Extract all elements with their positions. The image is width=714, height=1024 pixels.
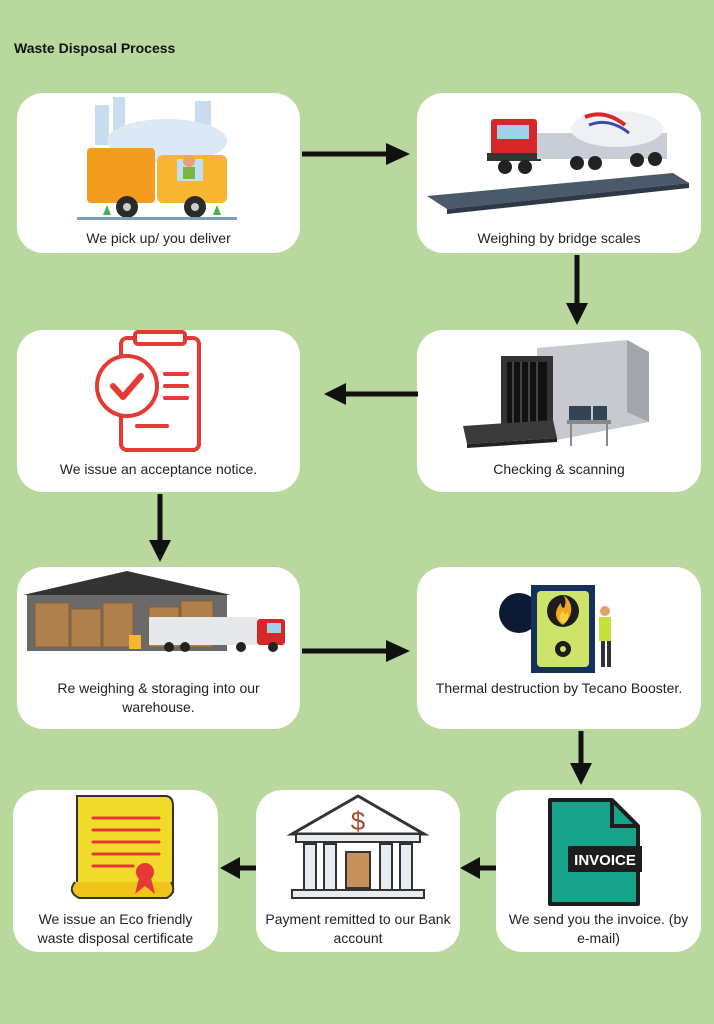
step-card-scanning: Checking & scanning	[417, 330, 701, 492]
warehouse-icon	[23, 571, 285, 652]
arrow-down-icon	[570, 731, 592, 785]
step-label: We issue an Eco friendly waste disposal …	[37, 911, 194, 946]
xray-scanner-icon	[463, 340, 649, 448]
page-title: Waste Disposal Process	[14, 40, 176, 56]
step-label: Thermal destruction by Tecano Booster.	[435, 680, 683, 696]
step-card-payment: $ Payment remitted to our Bank account	[256, 790, 460, 952]
delivery-truck-icon	[77, 97, 237, 220]
incinerator-icon	[499, 585, 611, 673]
step-card-acceptance: We issue an acceptance notice.	[17, 330, 300, 492]
arrow-down-icon	[566, 255, 588, 325]
step-card-invoice: INVOICE We send you the invoice. (by e-m…	[496, 790, 701, 952]
step-label: Re weighing & storaging into our warehou…	[57, 680, 260, 715]
step-card-certificate: We issue an Eco friendly waste disposal …	[13, 790, 218, 952]
dollar-symbol: $	[351, 806, 366, 836]
invoice-badge: INVOICE	[574, 852, 636, 869]
step-card-pickup: We pick up/ you deliver	[17, 93, 300, 253]
weighbridge-truck-icon	[427, 111, 689, 214]
step-card-weighing: Weighing by bridge scales	[417, 93, 701, 253]
step-card-thermal: Thermal destruction by Tecano Booster.	[417, 567, 701, 729]
arrow-left-icon	[324, 383, 418, 405]
arrow-right-icon	[302, 640, 410, 662]
step-label: We send you the invoice. (by e-mail)	[508, 911, 689, 946]
step-label: Weighing by bridge scales	[477, 230, 641, 246]
arrow-left-icon	[220, 857, 256, 879]
step-label: Checking & scanning	[493, 461, 625, 477]
bank-icon: $	[286, 794, 430, 899]
arrow-left-icon	[460, 857, 496, 879]
arrow-right-icon	[302, 143, 410, 165]
arrow-down-icon	[149, 494, 171, 562]
certificate-scroll-icon	[70, 795, 175, 899]
step-label: Payment remitted to our Bank account	[265, 911, 451, 946]
step-label: We issue an acceptance notice.	[59, 461, 258, 477]
step-label: We pick up/ you deliver	[86, 230, 231, 246]
step-card-warehouse: Re weighing & storaging into our warehou…	[17, 567, 300, 729]
invoice-file-icon: INVOICE	[548, 798, 642, 906]
checklist-document-icon	[95, 330, 201, 452]
